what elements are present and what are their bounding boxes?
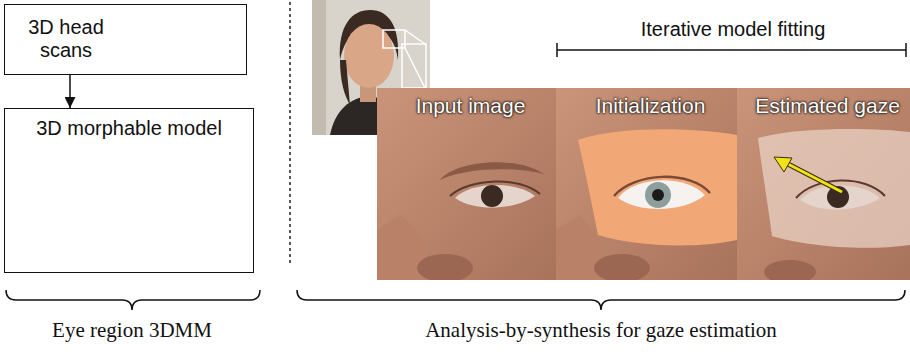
person-photo-part	[312, 0, 326, 135]
input-image-panel-part	[417, 254, 473, 280]
range-bracket	[557, 43, 906, 57]
range-bracket-part	[556, 43, 558, 57]
image-panel: Estimated gaze	[737, 88, 910, 280]
panel-title: Estimated gaze	[737, 88, 910, 117]
panel-title: Input image	[377, 88, 564, 117]
person-photo-part	[405, 48, 425, 88]
person-photo-part	[402, 44, 426, 88]
curly-brace	[6, 290, 260, 310]
person-photo-part	[405, 30, 425, 44]
initialization-panel-part	[652, 189, 664, 201]
input-image-panel-part	[440, 162, 545, 180]
image-panel: Initialization	[556, 88, 745, 280]
group-caption: Analysis-by-synthesis for gaze estimatio…	[425, 318, 777, 343]
initialization-panel-part	[614, 177, 710, 196]
curly-brace	[297, 290, 905, 310]
initialization-panel-part	[594, 254, 650, 280]
group-caption: Eye region 3DMM	[52, 318, 212, 343]
estimated-gaze-panel-part	[786, 163, 842, 192]
estimated-gaze-panel-part	[774, 157, 792, 172]
estimated-gaze-panel-part	[786, 163, 842, 192]
estimated-gaze-panel-part	[764, 260, 816, 280]
initialization-panel-part	[645, 182, 671, 208]
person-photo-part	[344, 24, 394, 88]
estimated-gaze-panel-part	[758, 129, 910, 248]
range-bracket-part	[557, 49, 906, 51]
process-box: 3D head scans	[4, 4, 247, 75]
process-box: 3D morphable model	[4, 108, 254, 273]
input-image-panel-part	[450, 181, 540, 196]
input-image-panel-part	[455, 185, 535, 208]
divider-line	[289, 2, 291, 266]
stage-label: Iterative model fitting	[641, 18, 826, 41]
box-label: 3D morphable model	[5, 109, 253, 140]
image-panel: Input image	[377, 88, 564, 280]
initialization-panel-part	[578, 129, 737, 245]
input-image-panel-part	[481, 185, 503, 207]
panel-title: Initialization	[556, 88, 745, 117]
person-photo-part	[340, 60, 350, 105]
box-label: 3D head scans	[5, 5, 127, 62]
flow-arrow	[69, 75, 71, 108]
range-bracket-part	[905, 43, 907, 57]
